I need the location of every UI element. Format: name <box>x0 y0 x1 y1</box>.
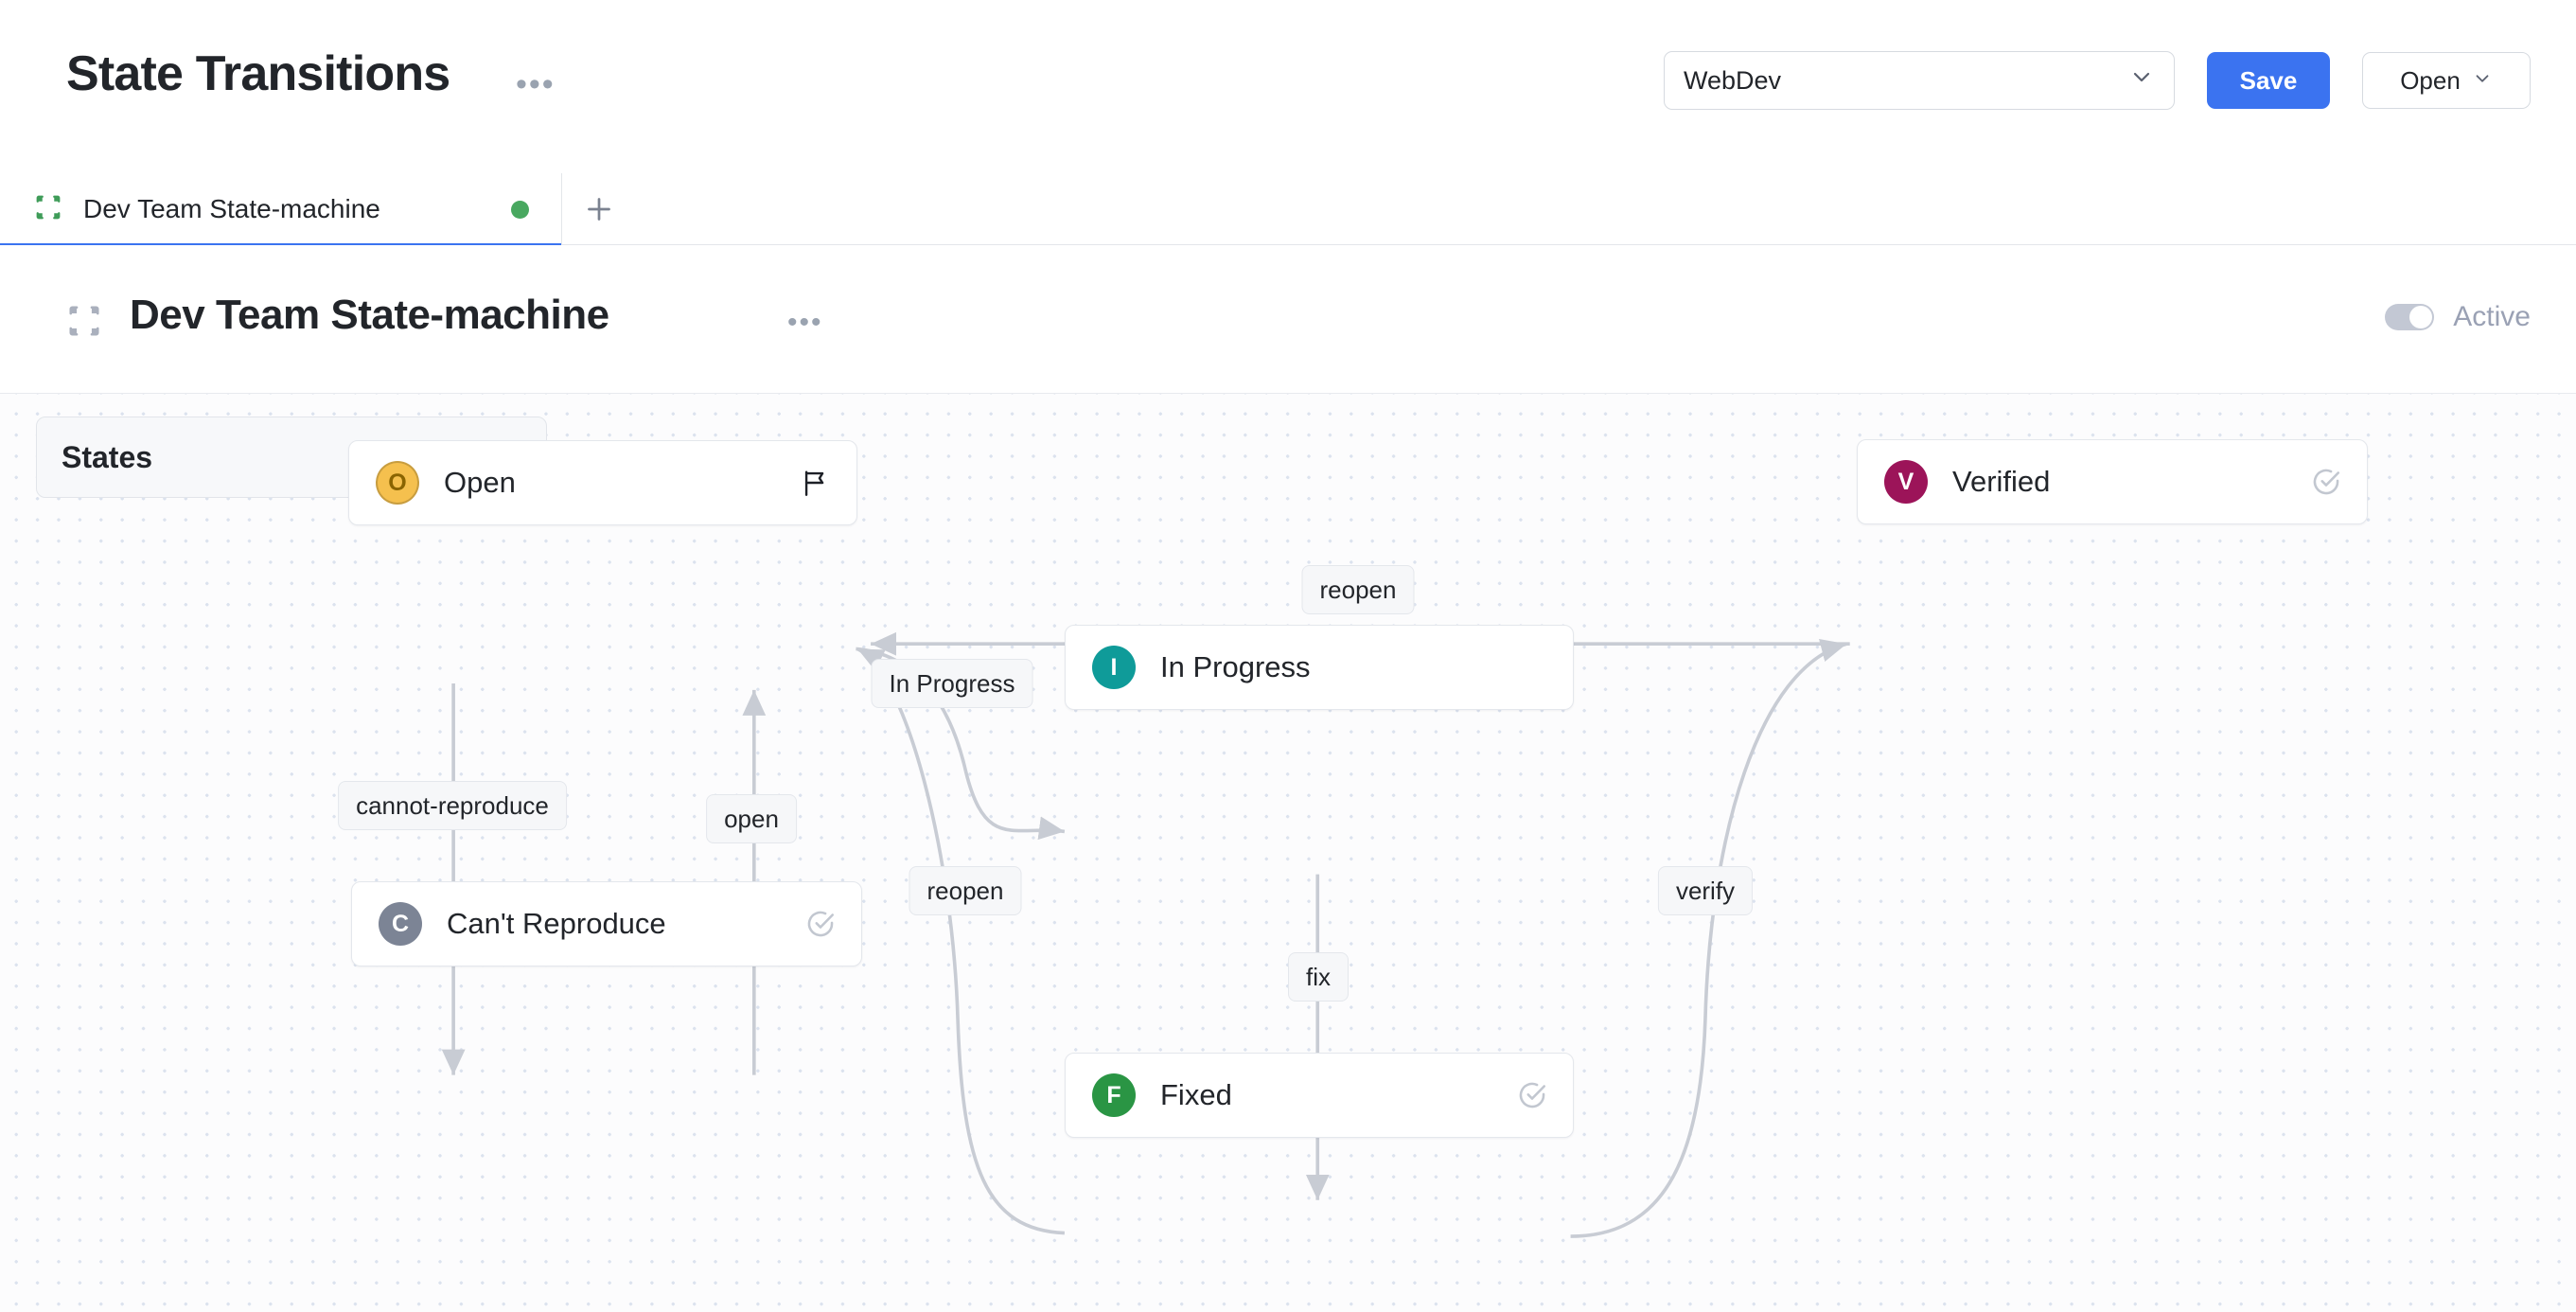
state-machine-icon <box>34 193 62 226</box>
edge-label-reopen-verified-open[interactable]: reopen <box>1301 565 1415 614</box>
diagram-edges <box>441 631 1850 1238</box>
diagram-canvas[interactable]: States O Open V Verified I <box>0 394 2576 1312</box>
state-node-label: Fixed <box>1160 1078 1232 1111</box>
edge-label-cannot-reproduce[interactable]: cannot-reproduce <box>338 781 567 830</box>
tab-status-dot <box>511 200 529 219</box>
edge-label-reopen-fixed-open[interactable]: reopen <box>909 866 1022 915</box>
edge-label-in-progress[interactable]: In Progress <box>871 659 1033 708</box>
chevron-down-icon <box>2472 66 2493 96</box>
state-badge-fixed: F <box>1092 1073 1136 1117</box>
state-node-label: Open <box>444 466 516 499</box>
active-toggle[interactable] <box>2385 304 2435 330</box>
state-badge-verified: V <box>1884 460 1928 504</box>
state-node-in-progress[interactable]: I In Progress <box>1065 625 1574 710</box>
state-badge-cant-reproduce: C <box>379 902 422 946</box>
state-node-cant-reproduce[interactable]: C Can't Reproduce <box>351 881 862 966</box>
tab-dev-team-state-machine[interactable]: Dev Team State-machine <box>0 173 562 247</box>
state-node-label: Verified <box>1952 465 2051 498</box>
project-select[interactable]: WebDev <box>1664 51 2175 110</box>
header-actions: WebDev Save Open <box>1664 51 2531 110</box>
page-title: State Transitions <box>66 46 450 101</box>
check-circle-icon[interactable] <box>804 908 837 940</box>
project-select-value: WebDev <box>1684 65 1782 95</box>
states-panel-title: States <box>62 439 153 474</box>
edge-label-open[interactable]: open <box>706 794 797 843</box>
tab-strip: Dev Team State-machine <box>0 173 2576 247</box>
check-circle-icon[interactable] <box>1516 1079 1548 1111</box>
page-title-overflow-button[interactable]: ••• <box>516 66 556 102</box>
open-dropdown-button[interactable]: Open <box>2362 52 2531 109</box>
active-toggle-group: Active <box>2385 301 2531 333</box>
state-badge-open: O <box>376 461 419 505</box>
add-tab-button[interactable] <box>562 173 636 244</box>
state-machine-icon <box>66 303 102 344</box>
check-circle-icon[interactable] <box>2310 466 2342 498</box>
open-dropdown-label: Open <box>2400 65 2461 95</box>
edge-fixed-verified <box>1570 639 1847 1238</box>
edge-fixed-open <box>856 647 1065 1235</box>
edge-label-verify[interactable]: verify <box>1657 866 1754 915</box>
toggle-knob <box>2409 306 2433 328</box>
diagram-title: Dev Team State-machine <box>130 292 609 338</box>
save-button[interactable]: Save <box>2207 52 2330 109</box>
flag-icon[interactable] <box>800 467 832 499</box>
state-node-verified[interactable]: V Verified <box>1857 439 2368 524</box>
state-node-label: Can't Reproduce <box>447 907 666 940</box>
diagram-subheader <box>0 245 2576 394</box>
diagram-overflow-button[interactable]: ••• <box>787 307 823 338</box>
top-header: State Transitions ••• WebDev Save Open <box>0 0 2576 173</box>
state-node-label: In Progress <box>1160 650 1311 683</box>
tab-label: Dev Team State-machine <box>83 194 380 223</box>
chevron-down-icon <box>2128 64 2155 98</box>
state-node-fixed[interactable]: F Fixed <box>1065 1053 1574 1138</box>
active-toggle-label: Active <box>2453 301 2531 332</box>
edge-label-fix[interactable]: fix <box>1288 952 1349 1002</box>
state-badge-in-progress: I <box>1092 646 1136 689</box>
state-node-open[interactable]: O Open <box>348 440 857 525</box>
